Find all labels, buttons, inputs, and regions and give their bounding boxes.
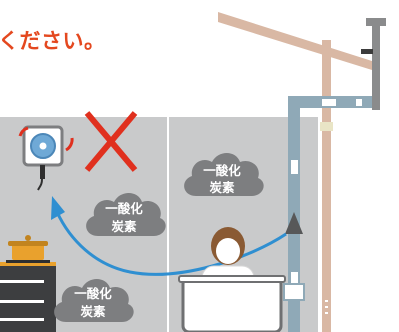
co-cloud: 一酸化 炭素 [54, 279, 134, 322]
cross-mark-icon [84, 111, 138, 172]
co-cloud-label-line1: 一酸化 [203, 163, 241, 178]
room-divider [167, 117, 169, 332]
bathtub-icon [178, 275, 286, 332]
kitchen-stove [0, 262, 56, 332]
pipe-cone [285, 212, 303, 234]
cooking-pot-icon [6, 235, 50, 263]
pipe-joints [291, 99, 362, 286]
co-cloud: 一酸化 炭素 [86, 193, 166, 236]
co-flow-arrow [55, 211, 287, 276]
co-cloud: 一酸化 炭素 [184, 153, 264, 196]
outdoor-pole [322, 40, 331, 332]
co-cloud-label-line2: 炭素 [111, 219, 137, 234]
co-cloud-label-line2: 炭素 [80, 304, 106, 319]
roof [218, 12, 372, 70]
pole-marks [325, 300, 328, 314]
page-heading: ください。 [0, 29, 106, 53]
co-cloud-label-line2: 炭素 [209, 180, 235, 195]
chimney-top [361, 18, 386, 110]
co-flow-arrowhead [51, 196, 65, 220]
pole-band [320, 122, 333, 131]
co-cloud-label-line1: 一酸化 [74, 286, 112, 301]
co-cloud-label-line1: 一酸化 [105, 201, 143, 216]
ventilation-fan-icon [18, 125, 74, 191]
water-heater [283, 283, 305, 301]
